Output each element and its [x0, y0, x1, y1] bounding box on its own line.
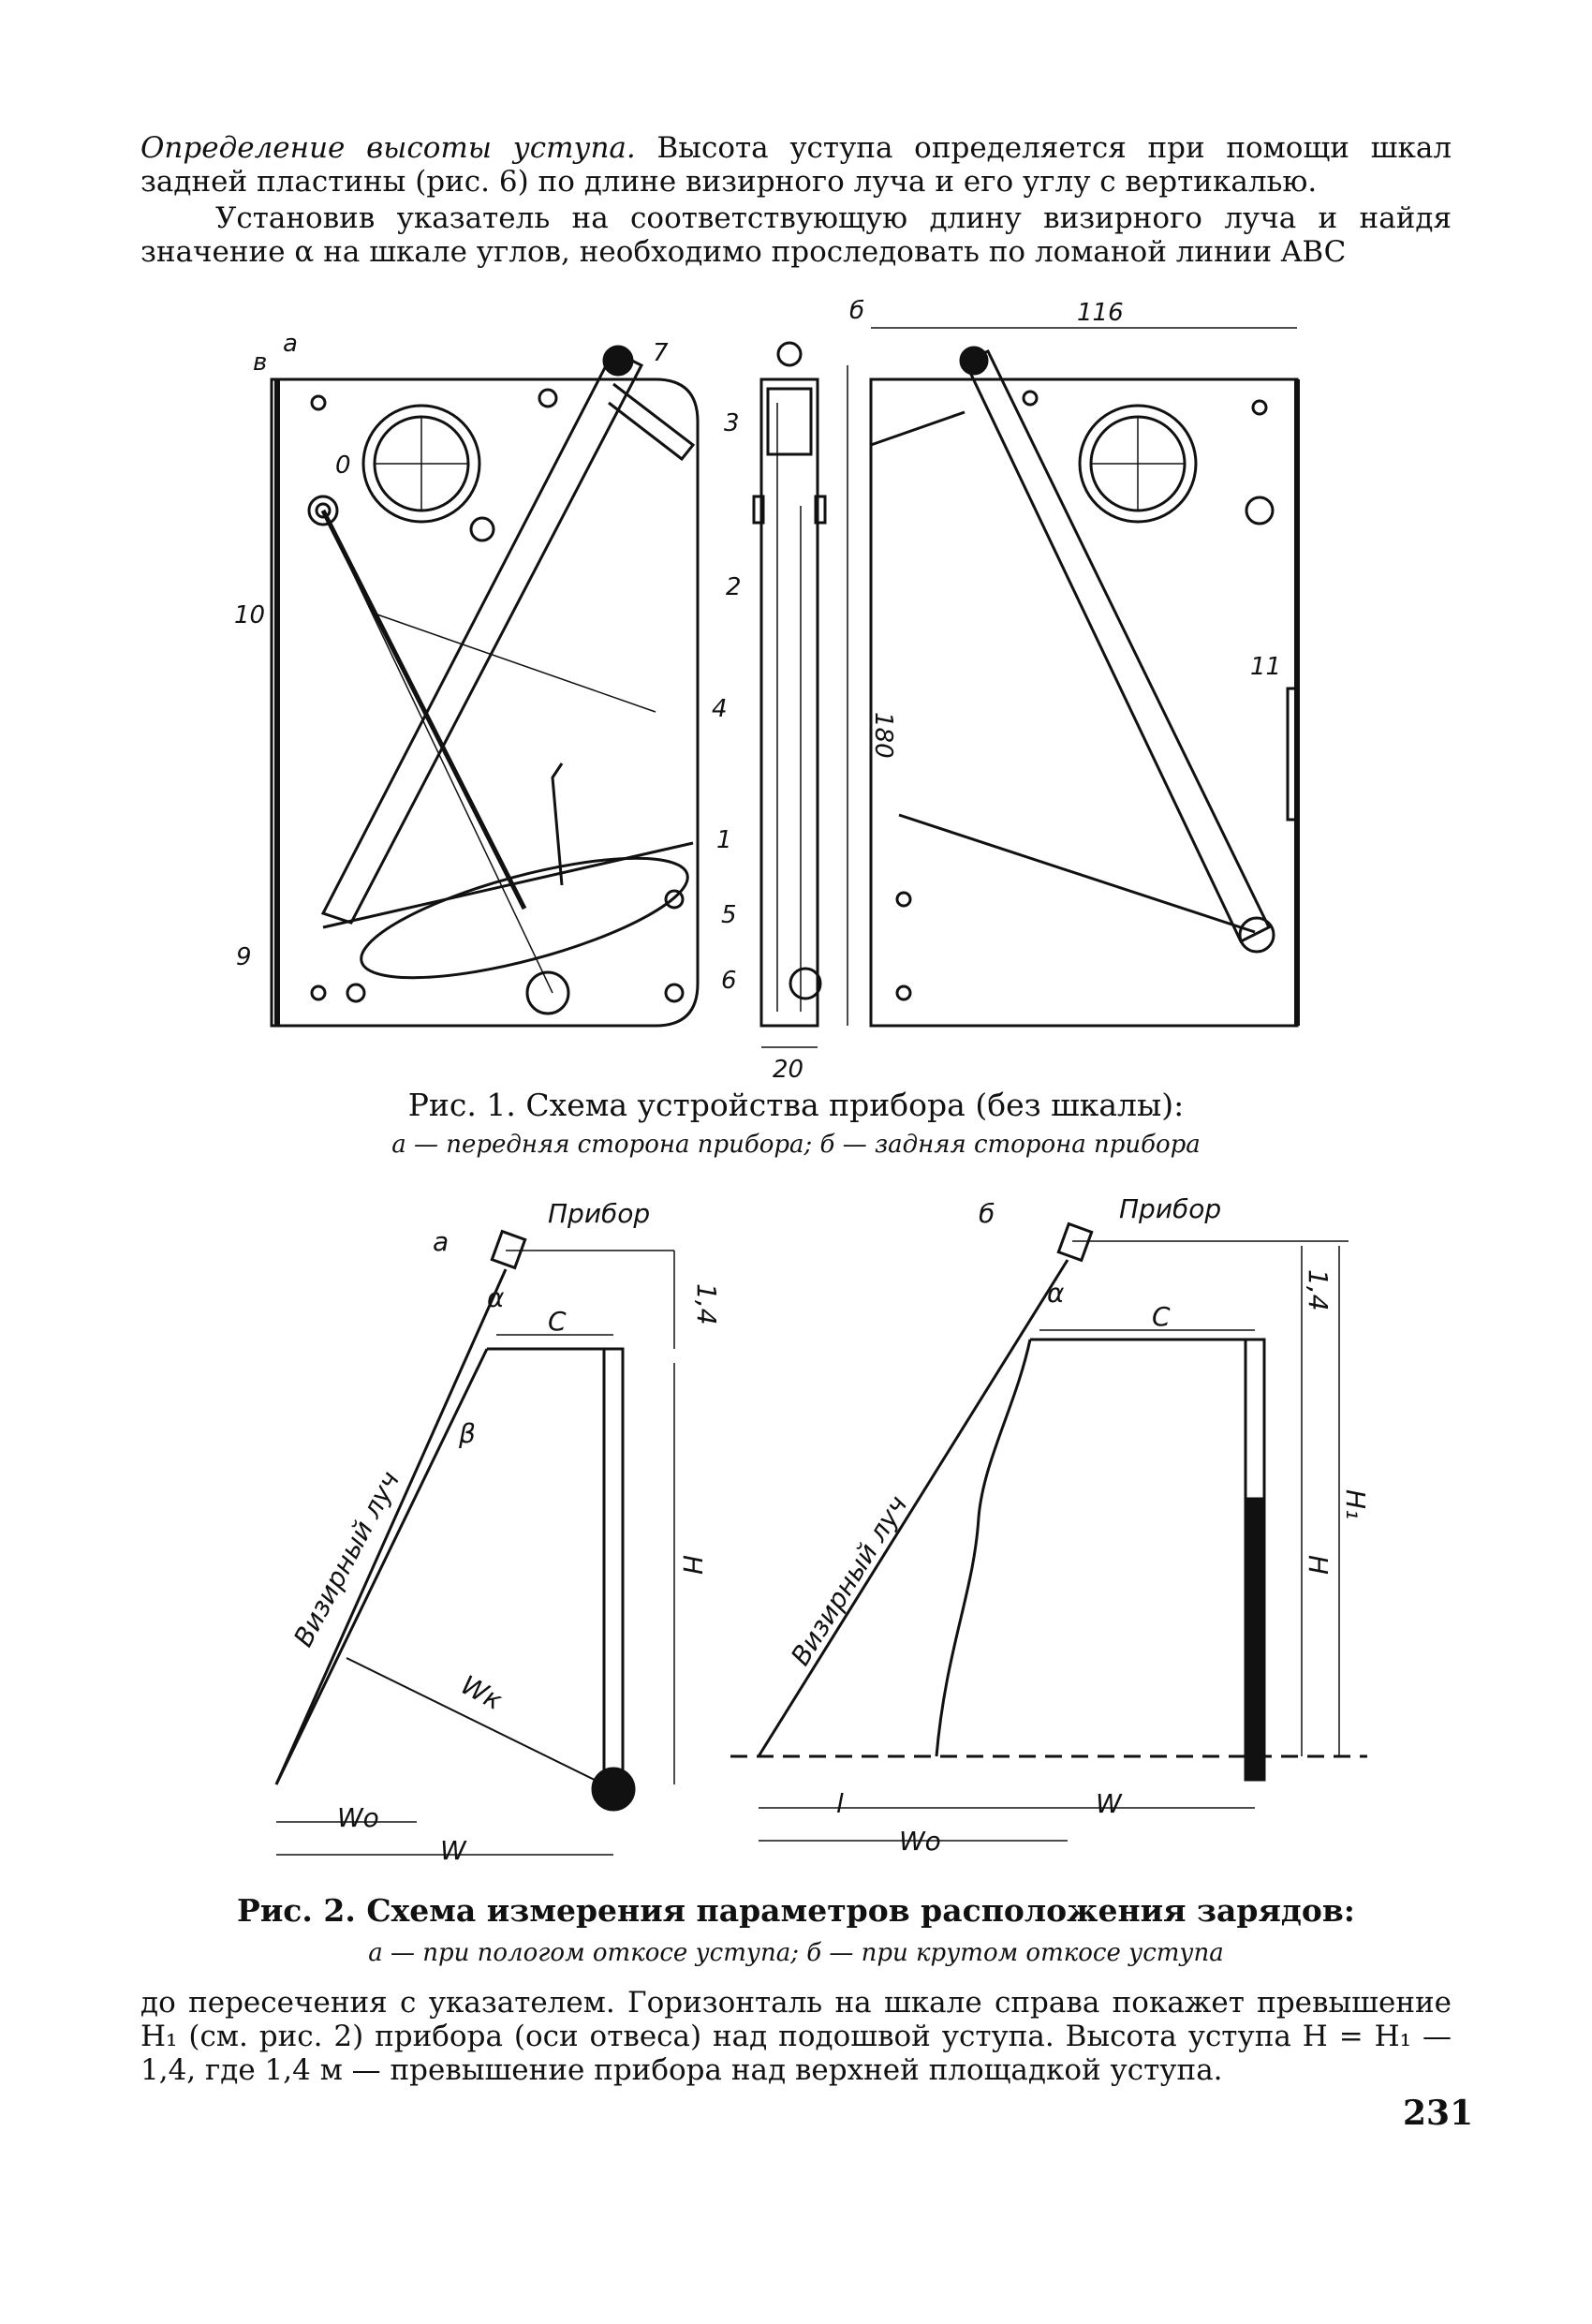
callout-1: 1 [716, 826, 732, 854]
callout-11: 11 [1250, 653, 1281, 681]
figure-2-caption: Рис. 2. Схема измерения параметров распо… [237, 1892, 1355, 1929]
callout-5: 5 [721, 901, 737, 929]
fig1-dim-height: 180 [869, 712, 897, 759]
fig1-dim-thickness: 20 [773, 1056, 803, 1084]
callout-3: 3 [724, 409, 740, 437]
figure-1-subcaption: а — передняя сторона прибора; б — задняя… [391, 1131, 1201, 1159]
callout-4: 4 [712, 695, 728, 723]
fig2-h-dev-b: 1,4 [1303, 1269, 1334, 1311]
paragraph-height-definition: Определение высоты уступа. Высота уступа… [140, 131, 1452, 199]
paragraph-body: Высота уступа определяется при помощи шк… [140, 131, 1452, 199]
fig2-H1-b: Н₁ [1340, 1489, 1371, 1519]
fig2-l-b: l [836, 1788, 844, 1819]
fig2-c-b: С [1152, 1301, 1171, 1332]
fig2-beta-a: β [458, 1418, 476, 1449]
fig2-Wk-a: Wк [456, 1669, 508, 1716]
fig1-dim-width: 116 [1077, 299, 1124, 327]
fig2-alpha-a: α [487, 1282, 505, 1313]
paragraph-lead: Определение высоты уступа. [140, 131, 636, 165]
fig2-label-a: а [433, 1226, 449, 1257]
fig2-alpha-b: α [1047, 1278, 1065, 1309]
callout-6: 6 [721, 967, 737, 995]
paragraph-procedure: Установив указатель на соответствующую д… [140, 201, 1452, 269]
fig1-label-b: б [849, 297, 864, 325]
callout-0: 0 [335, 451, 351, 480]
fig2-c-a: С [548, 1306, 567, 1337]
page-number: 231 [1403, 2094, 1474, 2133]
paragraph-result: до пересечения с указателем. Горизонталь… [140, 1986, 1452, 2087]
fig2-Wo-b: Wо [899, 1826, 941, 1857]
callout-2: 2 [726, 573, 742, 601]
fig2-ray-b: Визирный луч [785, 1490, 914, 1671]
callout-7: 7 [653, 339, 669, 367]
fig2-Wo-a: Wо [337, 1802, 379, 1833]
fig2-W-b: W [1096, 1788, 1123, 1819]
fig1-label-a: а [283, 330, 298, 358]
figure-1-caption: Рис. 1. Схема устройства прибора (без шк… [407, 1087, 1185, 1123]
fig2-label-b: б [979, 1198, 995, 1229]
fig2-H-b: Н [1303, 1555, 1334, 1575]
fig2-device-a: Прибор [548, 1198, 650, 1229]
fig2-device-b: Прибор [1119, 1193, 1221, 1224]
fig2-h-dev-a: 1,4 [691, 1283, 722, 1325]
fig2-W-a: W [440, 1835, 467, 1866]
callout-9: 9 [236, 943, 252, 971]
fig2-H-a: Н [677, 1555, 708, 1575]
figure-2-subcaption: а — при пологом откосе уступа; б — при к… [368, 1939, 1224, 1967]
callout-10: 10 [234, 601, 265, 629]
fig1-label-v: в [253, 348, 267, 377]
